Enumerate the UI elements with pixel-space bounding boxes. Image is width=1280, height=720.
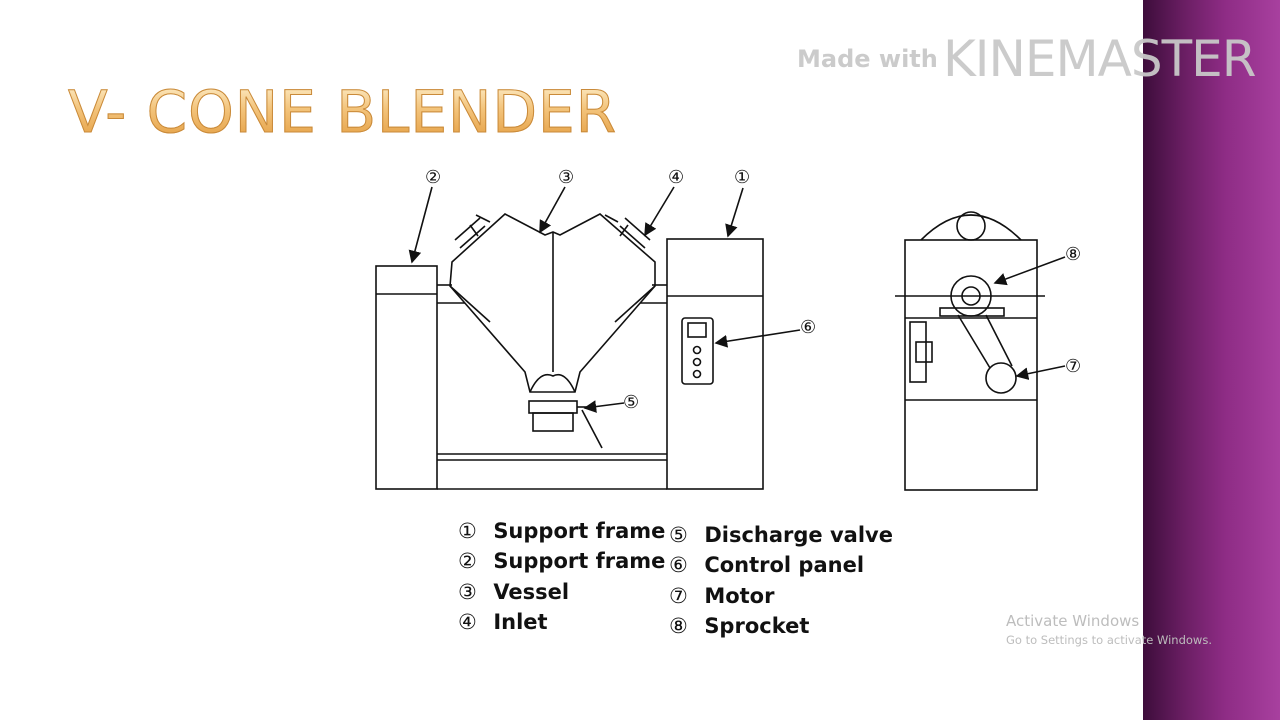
legend-marker: ① — [458, 519, 477, 543]
legend-text: Inlet — [493, 609, 548, 634]
callout-2: ② — [425, 167, 441, 188]
activate-windows-title: Activate Windows — [1006, 612, 1140, 630]
legend-marker: ⑧ — [669, 613, 688, 638]
slide-title: V- CONE BLENDER — [67, 78, 618, 147]
legend-marker: ② — [458, 549, 477, 574]
legend-text: Control panel — [704, 553, 865, 578]
legend-marker: ③ — [458, 579, 477, 604]
left-support-frame — [375, 265, 438, 490]
callout-4: ④ — [668, 167, 684, 188]
legend-item: ② Support frame — [458, 546, 665, 576]
legend-item: ⑧ Sprocket — [669, 611, 893, 641]
v-vessel — [449, 213, 656, 393]
v-blender-diagram: ② ③ ④ ① ⑥ ⑤ ⑧ ⑦ — [375, 167, 1081, 491]
activate-windows-subtitle: Go to Settings to activate Windows. — [1006, 633, 1212, 647]
slide-canvas — [0, 0, 1143, 720]
legend-item: ③ Vessel — [458, 577, 665, 607]
legend-text: Support frame — [493, 519, 666, 543]
watermark-made-with: Made with — [797, 45, 938, 73]
purple-side-bar — [1143, 0, 1280, 720]
legend-item: ④ Inlet — [458, 607, 665, 637]
legend-text: Support frame — [493, 549, 666, 574]
legend-marker: ⑤ — [669, 523, 688, 547]
activate-windows-overlay: Activate Windows Go to Settings to activ… — [1006, 612, 1212, 647]
right-support-frame — [666, 238, 764, 490]
legend-item: ⑤ Discharge valve — [669, 520, 893, 550]
side-view — [895, 211, 1045, 491]
discharge-valve — [528, 400, 603, 449]
inlet-left — [454, 214, 491, 249]
legend-right-column: ⑤ Discharge valve ⑥ Control panel ⑦ Moto… — [669, 520, 893, 641]
inlet-right — [604, 214, 651, 249]
legend-text: Sprocket — [704, 613, 810, 638]
legend-text: Motor — [704, 583, 775, 608]
callout-6: ⑥ — [800, 317, 816, 338]
legend-text: Vessel — [493, 579, 570, 604]
callout-7: ⑦ — [1065, 356, 1081, 377]
legend-left-column: ① Support frame ② Support frame ③ Vessel… — [458, 516, 665, 637]
watermark-brand: KINEMASTER — [942, 30, 1256, 88]
kinemaster-watermark: Made with KINEMASTER — [797, 30, 1256, 88]
legend-marker: ⑦ — [669, 583, 688, 608]
control-panel-drawing — [681, 317, 714, 385]
callout-3: ③ — [558, 167, 574, 188]
legend-item: ⑥ Control panel — [669, 550, 893, 580]
callout-5: ⑤ — [623, 392, 639, 413]
callout-1: ① — [734, 167, 750, 188]
legend-text: Discharge valve — [704, 523, 893, 547]
callout-8: ⑧ — [1065, 244, 1081, 265]
legend-item: ① Support frame — [458, 516, 665, 546]
legend-marker: ④ — [458, 609, 477, 634]
legend-item: ⑦ Motor — [669, 581, 893, 611]
legend-marker: ⑥ — [669, 553, 688, 578]
